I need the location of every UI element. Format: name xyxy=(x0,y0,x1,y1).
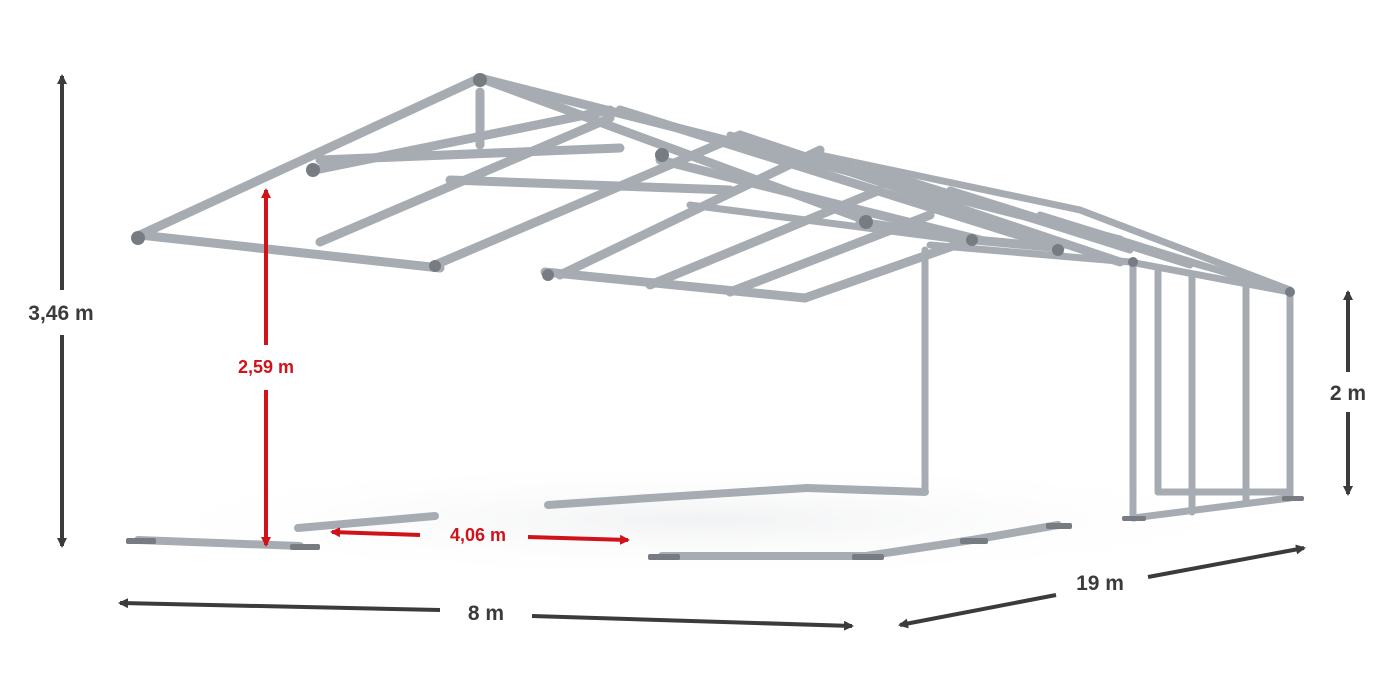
frame-uprights xyxy=(132,149,1064,562)
floor-shadow xyxy=(100,460,1300,580)
tent-frame xyxy=(126,73,1304,562)
door-width-label: 4,06 m xyxy=(450,525,506,545)
dimension-total-height: 3,46 m xyxy=(28,74,94,548)
side-height-label: 2 m xyxy=(1330,382,1366,405)
total-height-label: 3,46 m xyxy=(28,302,93,325)
dimension-side-height: 2 m xyxy=(1330,290,1366,496)
dimension-length: 19 m xyxy=(898,544,1306,629)
length-label: 19 m xyxy=(1076,572,1124,595)
frame-base xyxy=(134,484,1062,560)
frame-joints xyxy=(126,73,1304,560)
door-height-label: 2,59 m xyxy=(238,357,294,377)
width-label: 8 m xyxy=(468,602,504,625)
dimension-door-width: 4,06 m xyxy=(330,525,630,545)
dimension-door-height: 2,59 m xyxy=(238,188,294,547)
dimension-width: 8 m xyxy=(118,598,854,631)
